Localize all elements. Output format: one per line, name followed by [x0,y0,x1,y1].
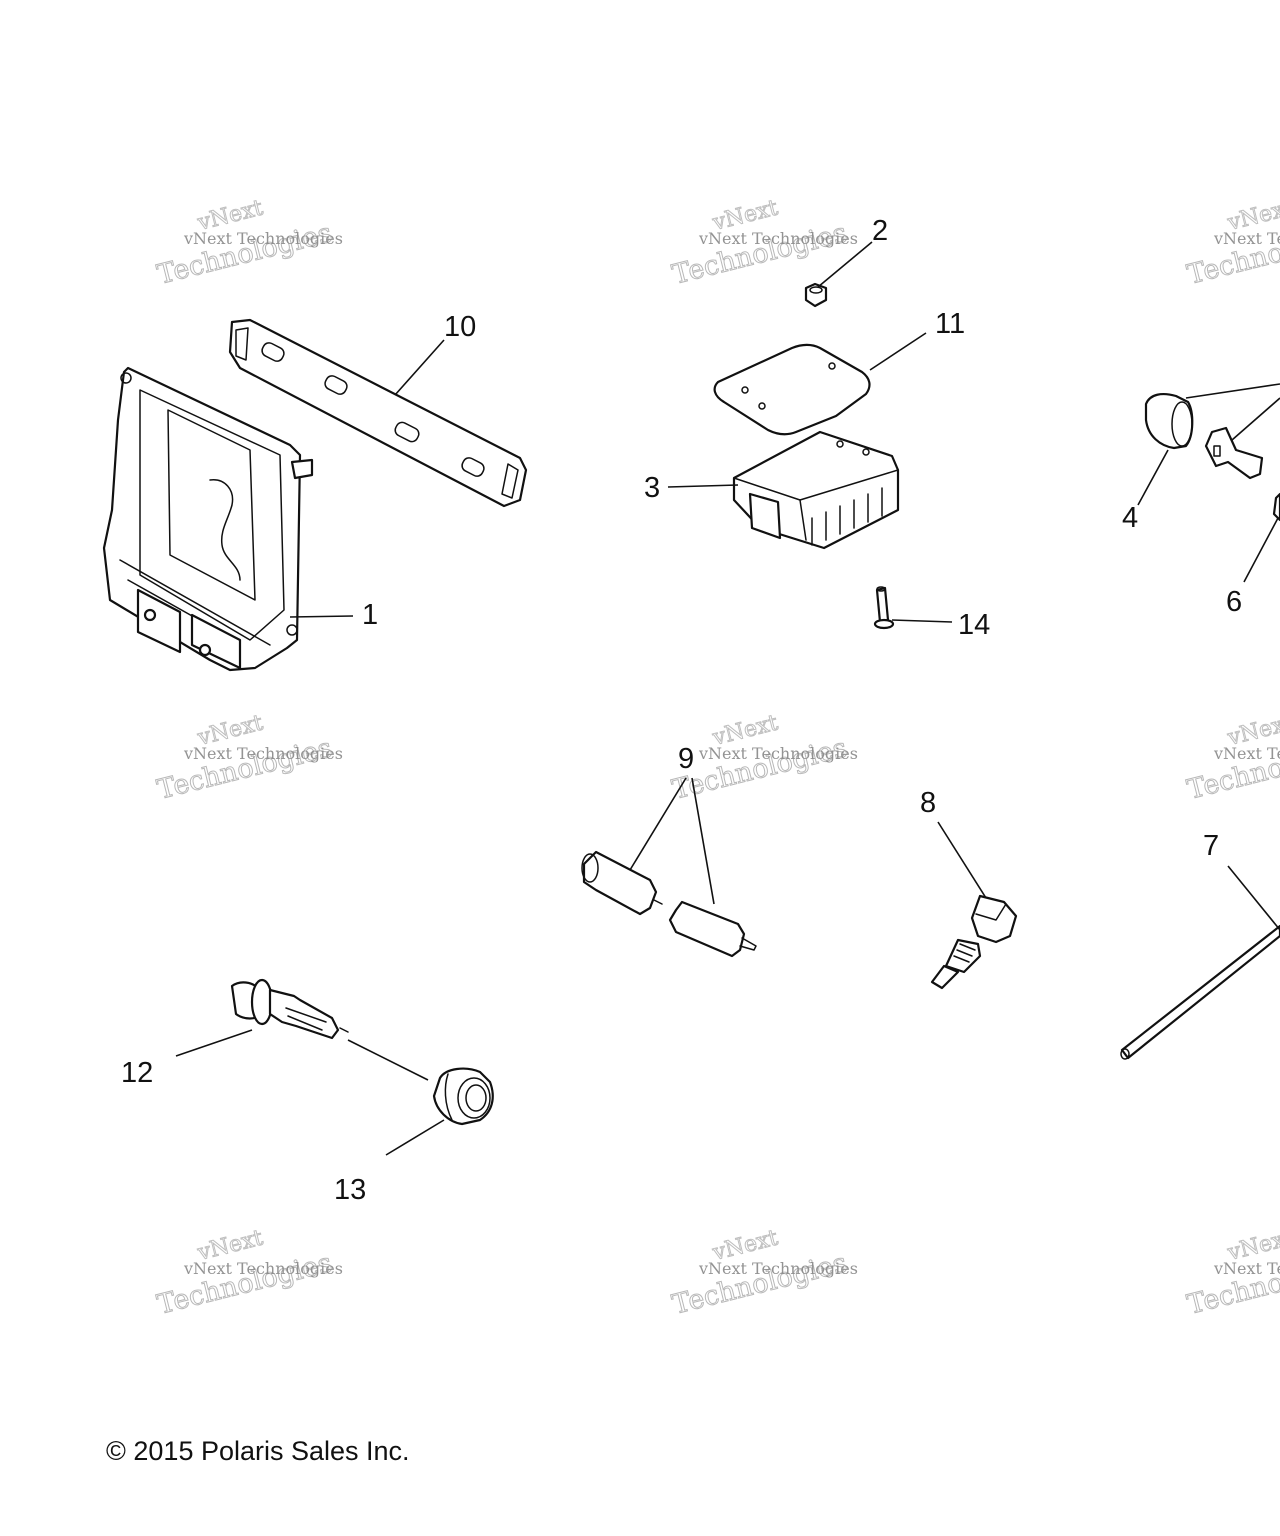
part-3-module [732,430,900,550]
leader-9a [629,777,687,871]
callout-12: 12 [121,1057,153,1089]
callout-9: 9 [678,743,694,775]
leader-10 [394,339,445,396]
callout-7: 7 [1203,830,1219,862]
watermark: vNext vNext Technologies Technologies [669,710,858,806]
svg-text:vNext Technologies: vNext Technologies [698,229,858,248]
leader-13 [385,1119,445,1156]
svg-text:vNext Technologies: vNext Technologies [698,1259,858,1278]
part-7-rod [1120,924,1280,1060]
leader-14 [891,619,953,623]
watermark: vNext vNext Technologies Technologies [1184,195,1280,291]
leader-lines [175,241,1280,1156]
part-11-gasket [713,343,871,436]
svg-text:vNext Technologies: vNext Technologies [1213,1259,1280,1278]
watermark: vNext vNext Technologies Technologies [154,710,343,806]
leader-1 [289,615,354,618]
callout-1: 1 [362,599,378,631]
leader-2 [817,241,873,288]
svg-text:vNext Technologies: vNext Technologies [698,744,858,763]
callout-4: 4 [1122,502,1138,534]
leader-9b [691,777,715,905]
leader-11 [869,332,927,371]
svg-text:vNext Technologies: vNext Technologies [183,229,343,248]
part-8-temp-sensor [930,894,1018,990]
watermark: vNext vNext Technologies Technologies [154,1225,343,1321]
watermark: vNext vNext Technologies Technologies [1184,1225,1280,1321]
leader-8 [937,821,987,899]
part-9-sensor [581,850,663,916]
part-9-sleeve [668,900,757,958]
callout-13: 13 [334,1174,366,1206]
part-4-cap [1144,393,1194,450]
watermark: vNext vNext Technologies Technologies [1184,710,1280,806]
copyright-notice: © 2015 Polaris Sales Inc. [106,1436,410,1466]
callout-14: 14 [958,609,990,641]
callouts: 1 2 3 4 6 7 8 9 10 11 12 13 14 [121,215,1242,1206]
part-13-grommet [432,1067,494,1126]
leader-4b [1231,397,1280,441]
part-14-bolt [873,586,895,630]
part-10-bracket [228,318,528,508]
leader-12-13 [347,1039,429,1081]
part-key-tab [1204,426,1264,480]
svg-text:vNext Technologies: vNext Technologies [183,744,343,763]
leader-6 [1243,517,1279,583]
watermark: vNext vNext Technologies Technologies [154,195,343,291]
watermark: vNext vNext Technologies Technologies [669,1225,858,1321]
callout-6: 6 [1226,586,1242,618]
callout-10: 10 [444,311,476,343]
leader-12 [175,1029,253,1057]
leader-7 [1227,865,1280,931]
callout-11: 11 [935,308,965,340]
part-6-fitting [1272,492,1280,522]
leader-4a [1185,383,1280,399]
part-2-nut [804,282,828,308]
part-12-connector [230,978,349,1040]
svg-text:vNext Technologies: vNext Technologies [1213,744,1280,763]
leader-3 [667,484,739,488]
svg-text:vNext Technologies: vNext Technologies [183,1259,343,1278]
callout-8: 8 [920,787,936,819]
watermark: vNext vNext Technologies Technologies [669,195,858,291]
svg-text:vNext Technologies: vNext Technologies [1213,229,1280,248]
leader-4 [1137,449,1169,506]
callout-3: 3 [644,472,660,504]
part-1-ecu [102,366,314,672]
callout-2: 2 [872,215,888,247]
